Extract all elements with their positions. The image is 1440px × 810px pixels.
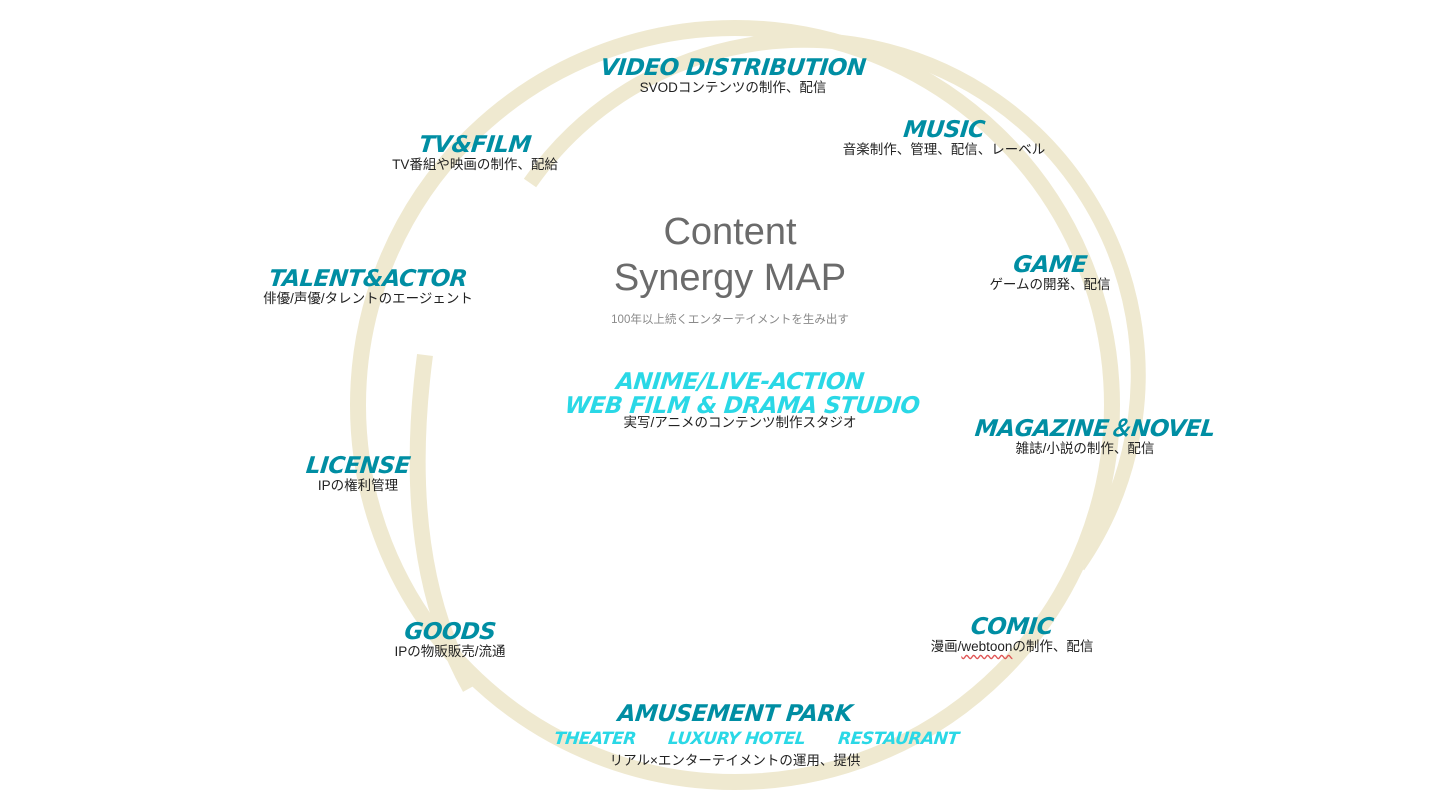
node-magazine-novel: MAGAZINE＆NOVEL 雑誌/小説の制作、配信 [973,416,1217,458]
left-arc [409,353,477,692]
sub-item-theater: THEATER [553,729,637,750]
title-line-1: Content [663,211,797,253]
node-label-line-1: ANIME/LIVE-ACTION [614,369,866,395]
node-desc: SVODコンテンツの制作、配信 [639,80,827,96]
node-tv-film: TV&FILM TV番組や映画の制作、配給 [380,132,570,174]
node-desc: IPの物販販売/流通 [394,644,506,660]
inner-arc [523,32,1146,571]
node-desc: リアル×エンターテイメントの運用、提供 [609,753,861,769]
node-desc: 俳優/声優/タレントのエージェント [263,291,473,307]
node-goods: GOODS IPの物販販売/流通 [385,619,515,661]
node-label: MUSIC [902,117,986,143]
node-label: TV&FILM [417,132,533,158]
node-desc: 実写/アニメのコンテンツ制作スタジオ [623,415,857,431]
node-label-line-2: WEB FILM & DRAMA STUDIO [563,393,921,420]
node-desc: 漫画/webtoonの制作、配信 [917,639,1107,656]
diagram-subtitle: 100年以上続くエンターテイメントを生み出す [611,314,849,326]
outer-ring [350,20,1120,790]
node-game: GAME ゲームの開発、配信 [980,252,1120,294]
desc-suffix: の制作、配信 [1012,639,1094,655]
node-label: GOODS [403,619,497,645]
node-music: MUSIC 音楽制作、管理、配信、レーベル [834,117,1054,159]
node-desc: IPの権利管理 [317,478,399,494]
node-desc: TV番組や映画の制作、配給 [392,157,558,173]
node-label: MAGAZINE＆NOVEL [973,416,1217,442]
amusement-sub-items: THEATER LUXURY HOTEL RESTAURANT [540,729,959,750]
node-desc: ゲームの開発、配信 [989,277,1111,293]
node-label: COMIC [969,614,1055,640]
diagram-title: Content Synergy MAP [580,210,880,301]
node-label: TALENT&ACTOR [267,266,469,292]
node-label: LICENSE [304,453,412,479]
node-talent-actor: TALENT&ACTOR 俳優/声優/タレントのエージェント [253,266,483,308]
title-line-2: Synergy MAP [613,256,847,299]
node-label: VIDEO DISTRIBUTION [599,55,867,81]
node-amusement-park: AMUSEMENT PARK THEATER LUXURY HOTEL REST… [540,701,959,770]
node-video-distribution: VIDEO DISTRIBUTION SVODコンテンツの制作、配信 [593,55,873,97]
node-label: GAME [1012,252,1089,278]
sub-item-luxury-hotel: LUXURY HOTEL [667,729,807,750]
sub-item-restaurant: RESTAURANT [836,729,960,750]
node-anime-studio: ANIME/LIVE-ACTION WEB FILM & DRAMA STUDI… [563,369,921,432]
node-license: LICENSE IPの権利管理 [298,453,418,495]
desc-prefix: 漫画/ [930,639,962,655]
node-comic: COMIC 漫画/webtoonの制作、配信 [917,614,1107,656]
spellcheck-underlined-word: webtoon [961,639,1013,655]
node-desc: 音楽制作、管理、配信、レーベル [842,142,1046,158]
node-label: AMUSEMENT PARK [616,701,854,727]
node-desc: 雑誌/小説の制作、配信 [1015,441,1155,457]
